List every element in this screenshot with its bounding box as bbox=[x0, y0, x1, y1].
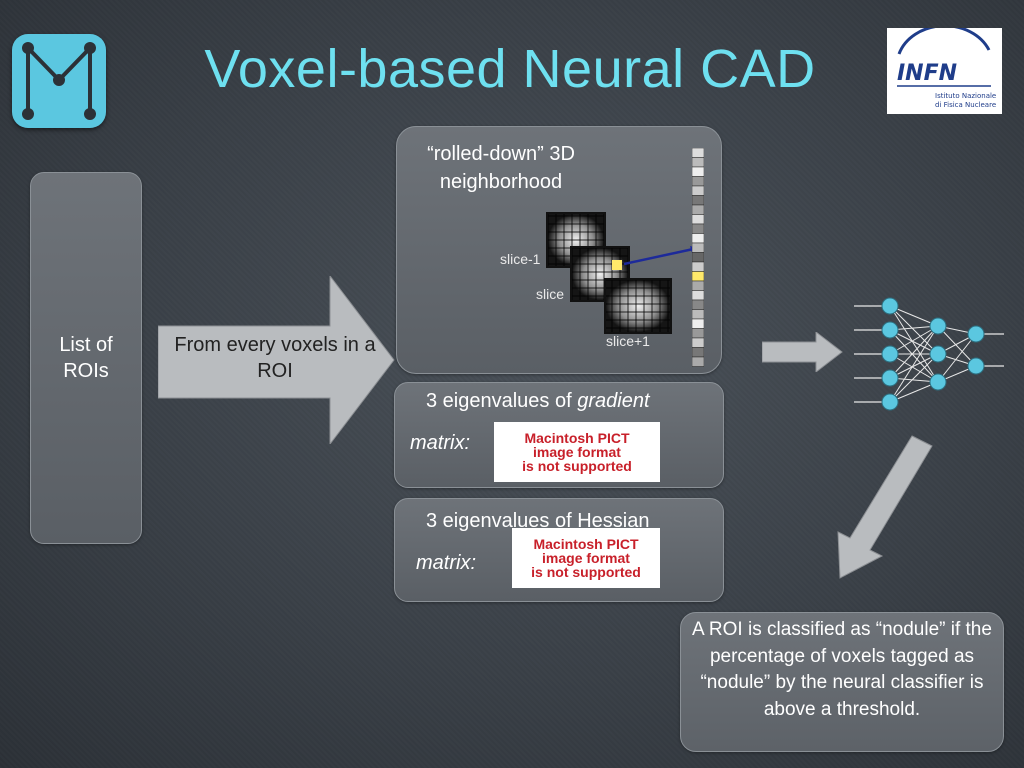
slice-plus-1-image bbox=[604, 278, 672, 334]
strip-cell bbox=[691, 309, 705, 320]
pict-line: image format bbox=[542, 550, 630, 566]
nn-edge bbox=[889, 325, 939, 379]
nn-edge bbox=[889, 325, 939, 355]
pict-line: is not supported bbox=[522, 458, 632, 474]
strip-cell bbox=[691, 261, 705, 272]
strip-cell bbox=[691, 271, 705, 282]
gradient-pict-placeholder: Macintosh PICT image format is not suppo… bbox=[494, 422, 660, 482]
strip-cell bbox=[691, 195, 705, 206]
nn-edge bbox=[889, 329, 939, 355]
neural-network-diagram bbox=[850, 292, 1010, 427]
nn-edge bbox=[889, 353, 939, 379]
strip-cell bbox=[691, 337, 705, 348]
strip-cell bbox=[691, 147, 705, 158]
slice-image bbox=[570, 246, 630, 302]
strip-cell bbox=[691, 185, 705, 196]
nn-node bbox=[881, 297, 899, 315]
infn-logo: INFN Istituto Nazionale di Fisica Nuclea… bbox=[887, 24, 1002, 114]
gradient-text: 3 eigenvalues of gradient bbox=[426, 390, 650, 413]
strip-cell bbox=[691, 242, 705, 253]
m-logo-icon bbox=[12, 34, 106, 128]
strip-cell bbox=[691, 356, 705, 367]
nn-node bbox=[967, 357, 985, 375]
roi-list-label: List of ROIs bbox=[59, 334, 113, 382]
hessian-text: 3 eigenvalues of Hessian bbox=[426, 510, 650, 532]
nn-node bbox=[881, 321, 899, 339]
strip-cell bbox=[691, 280, 705, 291]
strip-cell bbox=[691, 204, 705, 215]
strip-cell bbox=[691, 166, 705, 177]
nn-node bbox=[929, 345, 947, 363]
nn-node bbox=[881, 393, 899, 411]
strip-cell bbox=[691, 347, 705, 358]
nn-edge bbox=[889, 329, 939, 383]
nn-node bbox=[929, 373, 947, 391]
strip-cell bbox=[691, 328, 705, 339]
strip-cell bbox=[691, 252, 705, 263]
nn-edge bbox=[889, 381, 939, 403]
strip-cell bbox=[691, 299, 705, 310]
pict-line: Macintosh PICT bbox=[533, 536, 639, 552]
nn-node bbox=[881, 369, 899, 387]
slice-label: slice bbox=[536, 286, 565, 302]
strip-cell bbox=[691, 318, 705, 329]
down-left-arrow bbox=[826, 432, 936, 587]
big-right-arrow bbox=[157, 274, 398, 449]
infn-letters: INFN bbox=[897, 61, 957, 86]
nn-edge bbox=[889, 325, 939, 403]
infn-line2: di Fisica Nucleare bbox=[935, 101, 996, 109]
strip-cell bbox=[691, 233, 705, 244]
strip-cell bbox=[691, 290, 705, 301]
nn-edge bbox=[889, 353, 939, 383]
pict-line: is not supported bbox=[531, 564, 641, 580]
nn-node bbox=[967, 325, 985, 343]
hessian-matrix-label: matrix: bbox=[416, 552, 476, 574]
slice-images bbox=[540, 208, 720, 373]
strip-cell bbox=[691, 214, 705, 225]
nn-node bbox=[929, 317, 947, 335]
result-text: A ROI is classified as “nodule” if the p… bbox=[692, 619, 992, 720]
gradient-text-prefix: 3 eigenvalues of bbox=[426, 390, 578, 412]
roi-list-panel bbox=[30, 172, 142, 544]
slide-title: Voxel-based Neural CAD bbox=[204, 39, 816, 99]
pict-line: Macintosh PICT bbox=[524, 430, 630, 446]
result-panel bbox=[680, 612, 1004, 752]
gradient-text-italic: gradient bbox=[577, 390, 650, 412]
neighborhood-title: “rolled-down” 3D neighborhood bbox=[427, 143, 575, 193]
gradient-matrix-label: matrix: bbox=[410, 432, 470, 454]
arrow-label: From every voxels in a ROI bbox=[174, 334, 376, 382]
hessian-pict-placeholder: Macintosh PICT image format is not suppo… bbox=[512, 528, 660, 588]
nn-edge bbox=[937, 333, 977, 383]
slice-label-minus-1: slice-1 bbox=[500, 251, 541, 267]
nn-edge bbox=[889, 305, 939, 327]
infn-line1: Istituto Nazionale bbox=[935, 92, 996, 100]
rolled-down-vector bbox=[691, 147, 705, 373]
nn-edge bbox=[889, 353, 939, 403]
strip-cell bbox=[691, 223, 705, 234]
nn-edge bbox=[937, 325, 977, 367]
nn-edge bbox=[889, 305, 939, 355]
nn-edge bbox=[889, 305, 939, 383]
pict-line: image format bbox=[533, 444, 621, 460]
slice-label-plus-1: slice+1 bbox=[606, 333, 650, 349]
strip-cell bbox=[691, 157, 705, 168]
small-right-arrow bbox=[761, 330, 844, 377]
nn-node bbox=[881, 345, 899, 363]
strip-cell bbox=[691, 176, 705, 187]
